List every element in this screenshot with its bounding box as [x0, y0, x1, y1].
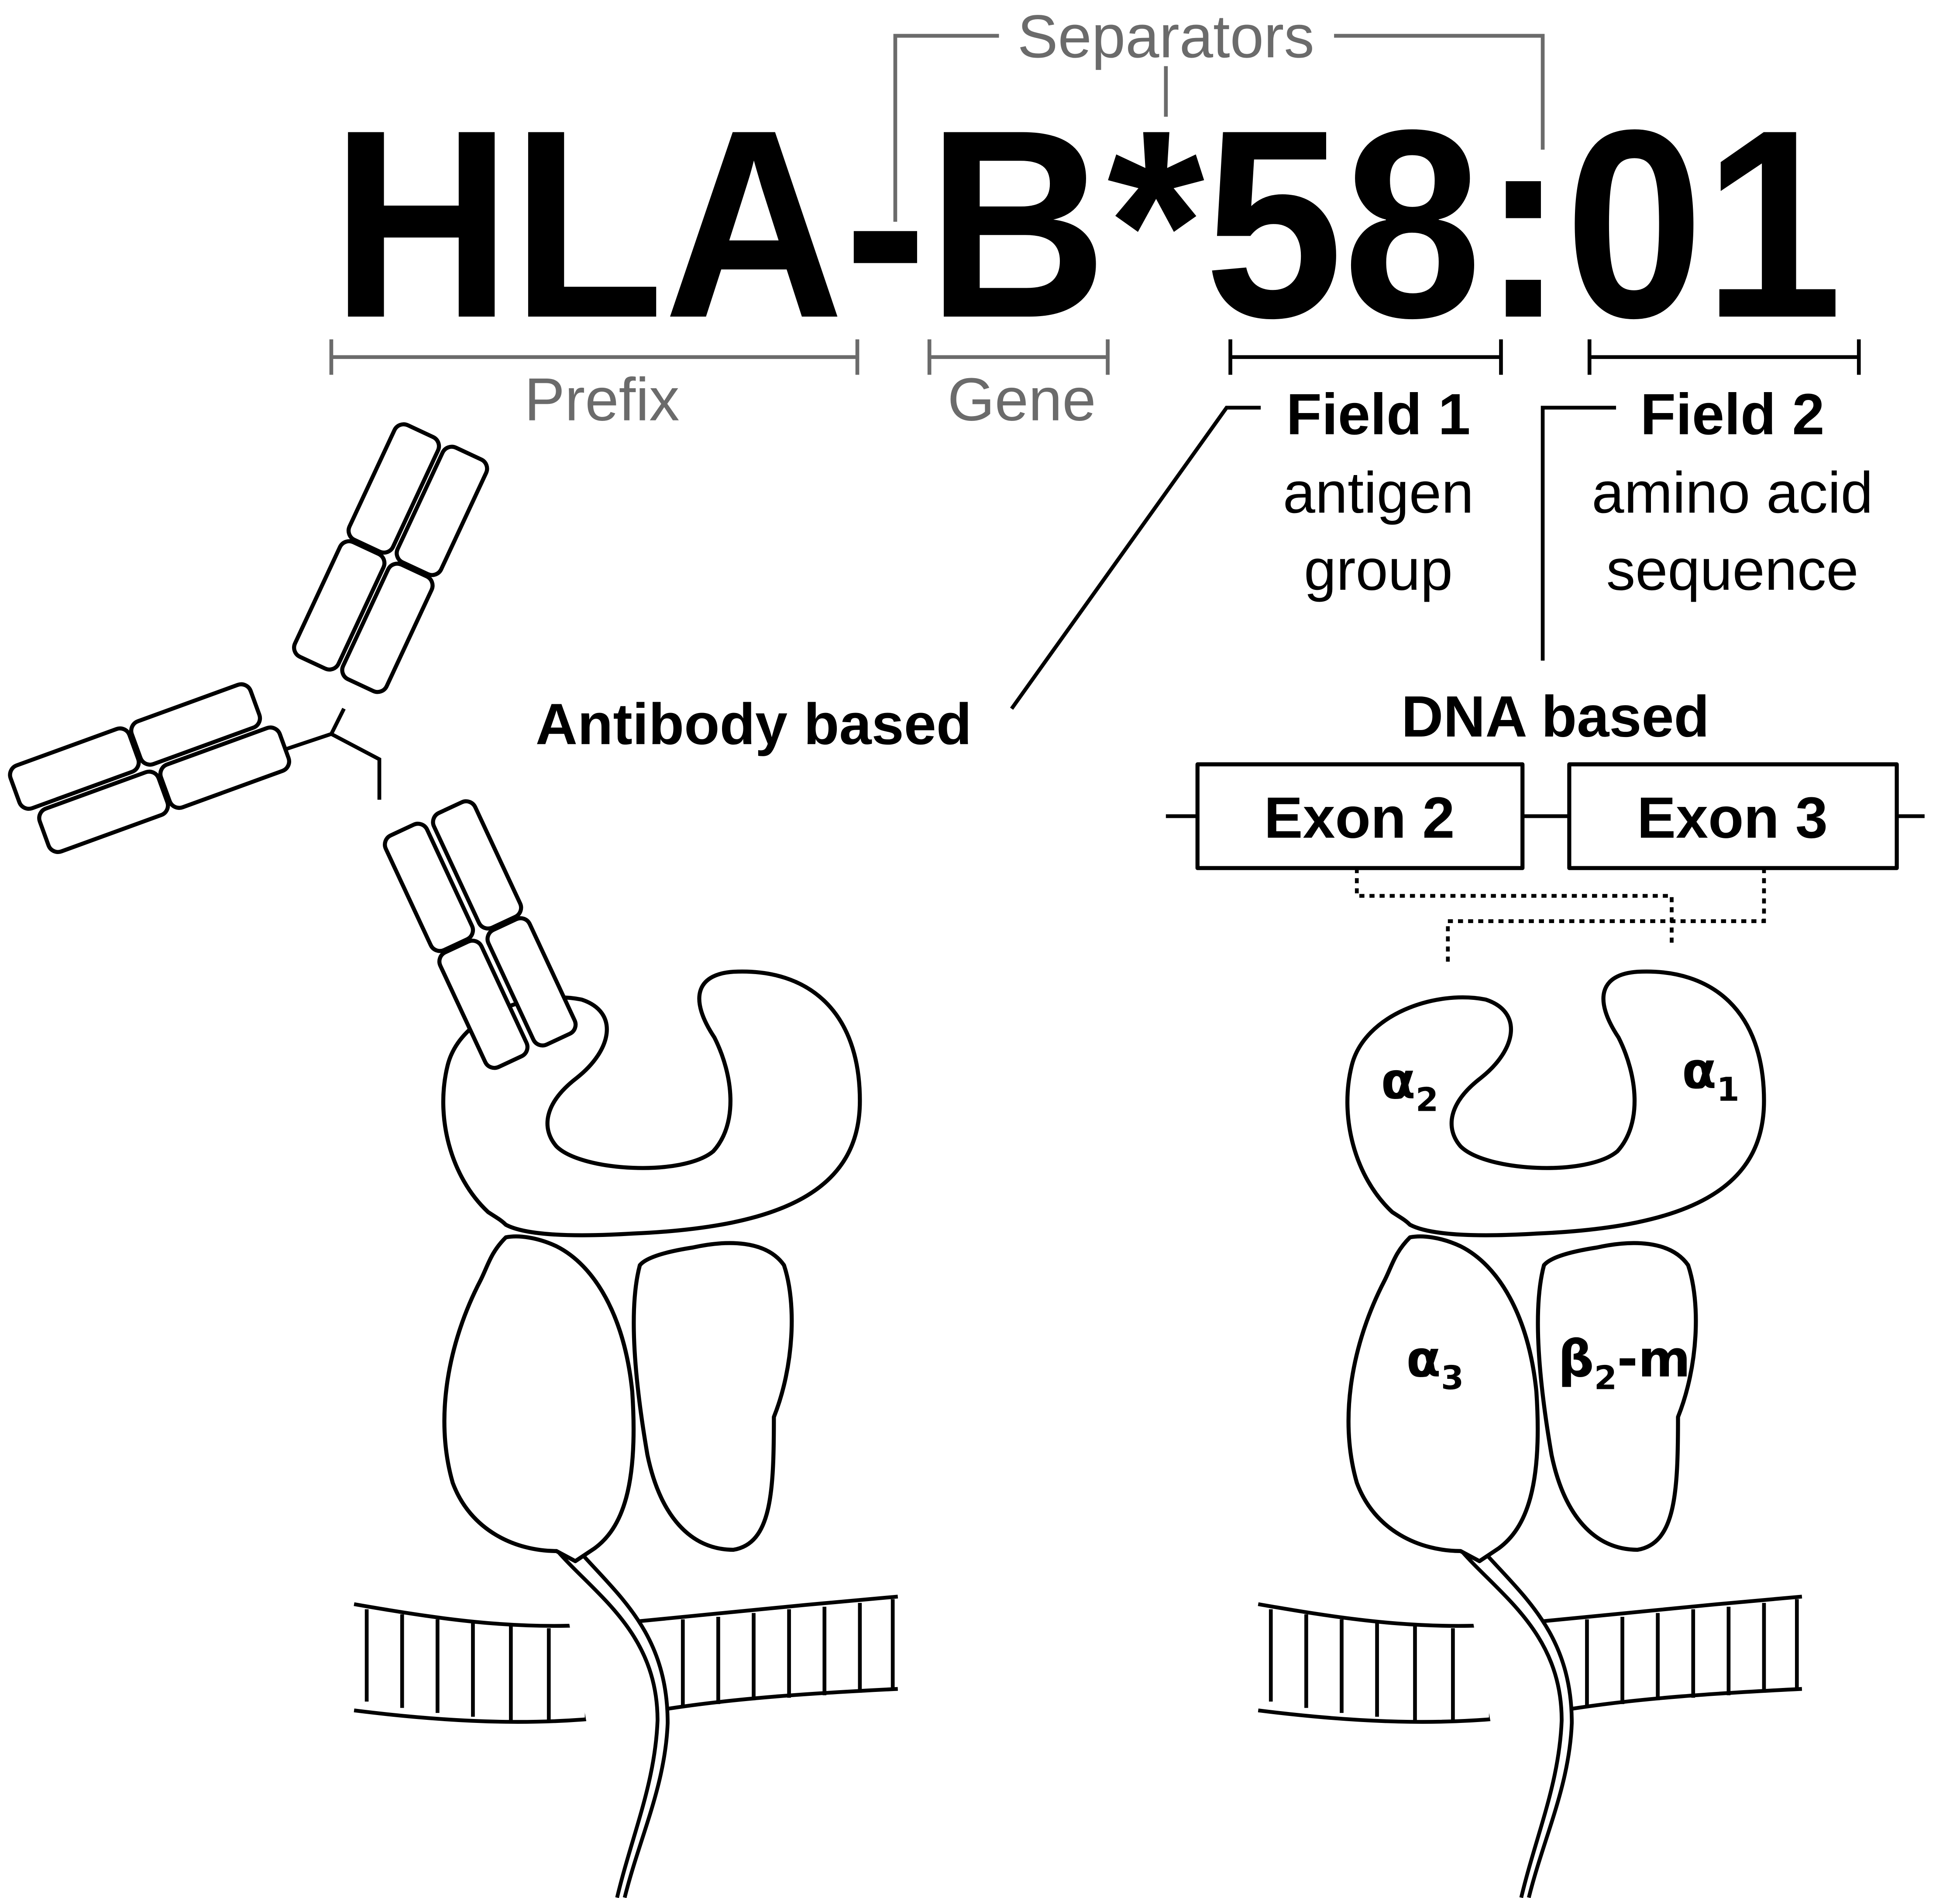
gene-bracket: Gene [927, 339, 1110, 434]
alpha3-label: α3 [1406, 1330, 1464, 1397]
field2-bracket [1587, 339, 1861, 375]
field1-block: Field 1 antigen group [1283, 382, 1474, 603]
prefix-bracket: Prefix [329, 339, 860, 434]
exon-3-label: Exon 3 [1637, 785, 1828, 851]
prefix-label: Prefix [524, 366, 679, 434]
separators-bracket: Separators [893, 3, 1545, 222]
alpha1-label: α1 [1682, 1041, 1740, 1109]
field1-line1: antigen [1283, 460, 1474, 525]
exon-3-box [1567, 762, 1899, 870]
exon-domain-dotted-links [1355, 868, 1766, 962]
antibody-icon [8, 422, 578, 1070]
field2-line1: amino acid [1592, 460, 1873, 525]
field1-connector [1010, 406, 1261, 710]
field2-title: Field 2 [1640, 382, 1825, 447]
field1-line2: group [1304, 537, 1453, 603]
exon-2-box [1195, 762, 1525, 870]
antibody-based-label: Antibody based [536, 692, 972, 757]
gene-label: Gene [948, 366, 1096, 434]
exon-track: Exon 2 Exon 3 [1166, 762, 1925, 962]
alpha2-label: α2 [1381, 1051, 1438, 1119]
hla-molecule-antibody-side [354, 971, 898, 1898]
field2-block: Field 2 amino acid sequence [1592, 382, 1873, 603]
beta2m-label: β2-m [1558, 1330, 1691, 1397]
hla-molecule-dna-side [1258, 971, 1802, 1898]
field2-line2: sequence [1606, 537, 1859, 603]
separators-label: Separators [1018, 3, 1314, 70]
exon-2-label: Exon 2 [1264, 785, 1455, 851]
field2-connector [1540, 406, 1616, 661]
dna-based-label: DNA based [1401, 684, 1709, 749]
field1-title: Field 1 [1286, 382, 1470, 447]
allele-name: HLA-B*58:01 [331, 74, 1843, 374]
field1-bracket [1228, 339, 1503, 375]
